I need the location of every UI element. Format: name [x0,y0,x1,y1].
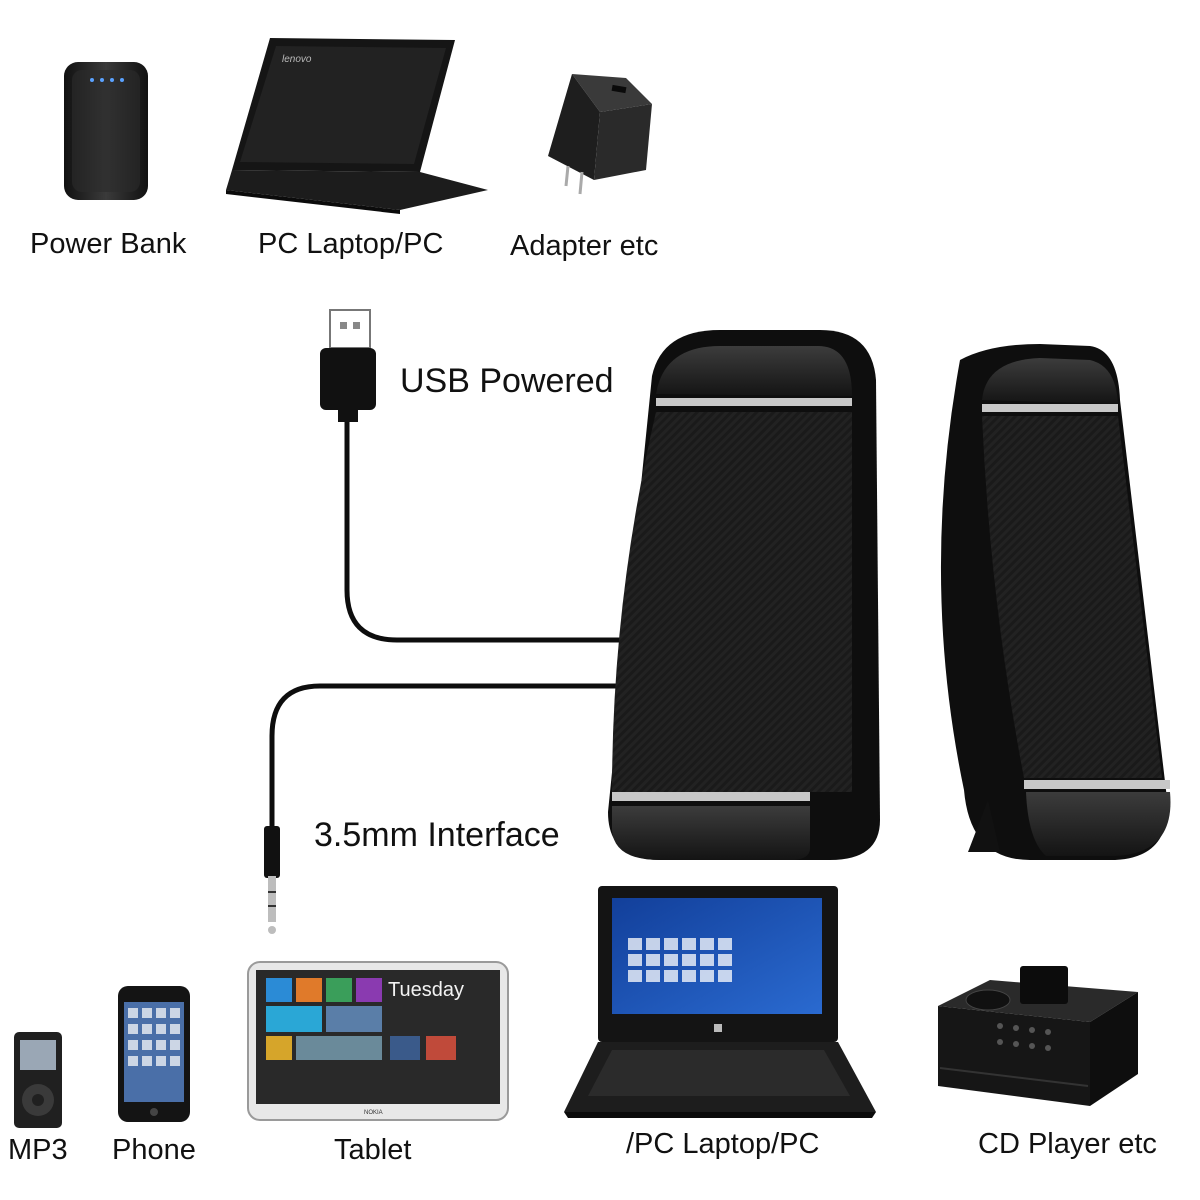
right-speaker [940,344,1171,860]
aux-plug-icon [264,826,280,934]
label-power-bank: Power Bank [30,228,187,260]
phone-icon [118,986,190,1122]
tablet-brand: NOKIA [364,1110,383,1116]
label-pc-laptop-bottom: /PC Laptop/PC [626,1128,820,1160]
usb-cable [344,418,622,643]
label-aux-interface: 3.5mm Interface [314,816,560,854]
label-tablet: Tablet [334,1134,412,1166]
label-usb-powered: USB Powered [400,362,614,400]
windows-logo-icon [714,1024,722,1032]
usb-plug-icon [320,309,376,422]
aux-cable [269,683,622,828]
label-pc-laptop-top: PC Laptop/PC [258,228,444,260]
label-adapter: Adapter etc [510,230,659,262]
lenovo-logo: lenovo [282,54,312,65]
label-mp3: MP3 [8,1134,68,1166]
cd-player-icon [938,966,1138,1106]
power-bank-icon [64,62,148,200]
left-speaker [608,330,880,860]
tablet-icon: Tuesday NOKIA [247,961,509,1121]
mp3-player-icon [14,1032,62,1128]
label-cd-player: CD Player etc [978,1128,1157,1160]
label-phone: Phone [112,1134,196,1166]
usb-adapter-icon [548,74,652,195]
top-laptop-icon: lenovo [226,38,488,214]
tablet-screen-text: Tuesday [388,979,464,1001]
bottom-laptop-icon [564,886,876,1118]
